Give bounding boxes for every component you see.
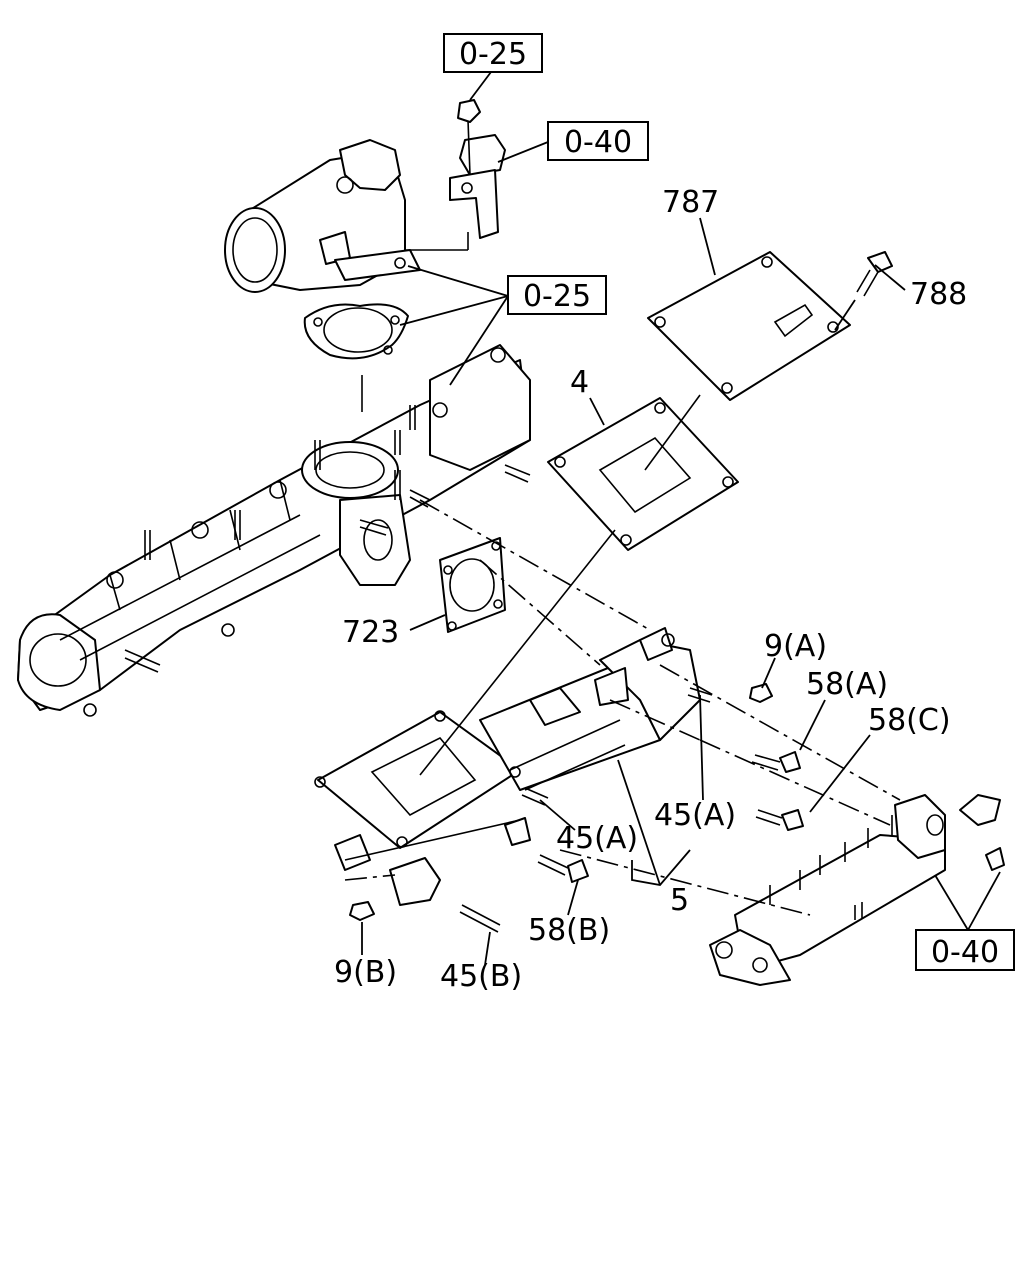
part-label-45b: 45(B): [440, 959, 522, 994]
throttle-bracket: [405, 99, 506, 251]
part-label-45a-right: 45(A): [654, 798, 736, 833]
part-label-4: 4: [570, 365, 589, 400]
throttle-body: [224, 139, 421, 293]
ref-box-0-40-bottom: 0-40: [915, 929, 1015, 971]
part-label-5: 5: [670, 883, 689, 918]
part-label-58a: 58(A): [806, 667, 888, 702]
intake-manifold: [17, 344, 531, 717]
fasteners: [349, 683, 804, 933]
alignment-lines: [344, 394, 901, 916]
part-label-788: 788: [910, 277, 967, 312]
bolt-788: [856, 251, 893, 297]
part-label-9b: 9(B): [334, 955, 397, 990]
gasket-4: [547, 397, 739, 551]
leader-lines: [361, 71, 1001, 966]
throttle-gasket: [303, 303, 409, 412]
ref-label-0-40-top: 0-40: [564, 125, 632, 160]
part-label-787: 787: [662, 185, 719, 220]
part-label-723: 723: [342, 615, 399, 650]
ref-label-0-25-mid: 0-25: [523, 279, 591, 314]
ref-box-0-40-top: 0-40: [547, 121, 649, 161]
part-label-45a-left: 45(A): [556, 821, 638, 856]
lower-manifold-5: [314, 627, 713, 906]
ref-box-0-25-mid: 0-25: [507, 275, 607, 315]
cover-plate-787: [647, 251, 851, 401]
fuel-rail: [709, 794, 1005, 986]
part-label-9a: 9(A): [764, 629, 827, 664]
ref-label-0-40-bottom: 0-40: [931, 935, 999, 970]
part-label-58b: 58(B): [528, 913, 610, 948]
ref-label-0-25-top: 0-25: [459, 37, 527, 72]
ref-box-0-25-top: 0-25: [443, 33, 543, 73]
part-label-58c: 58(C): [868, 703, 951, 738]
gasket-723: [439, 537, 506, 633]
